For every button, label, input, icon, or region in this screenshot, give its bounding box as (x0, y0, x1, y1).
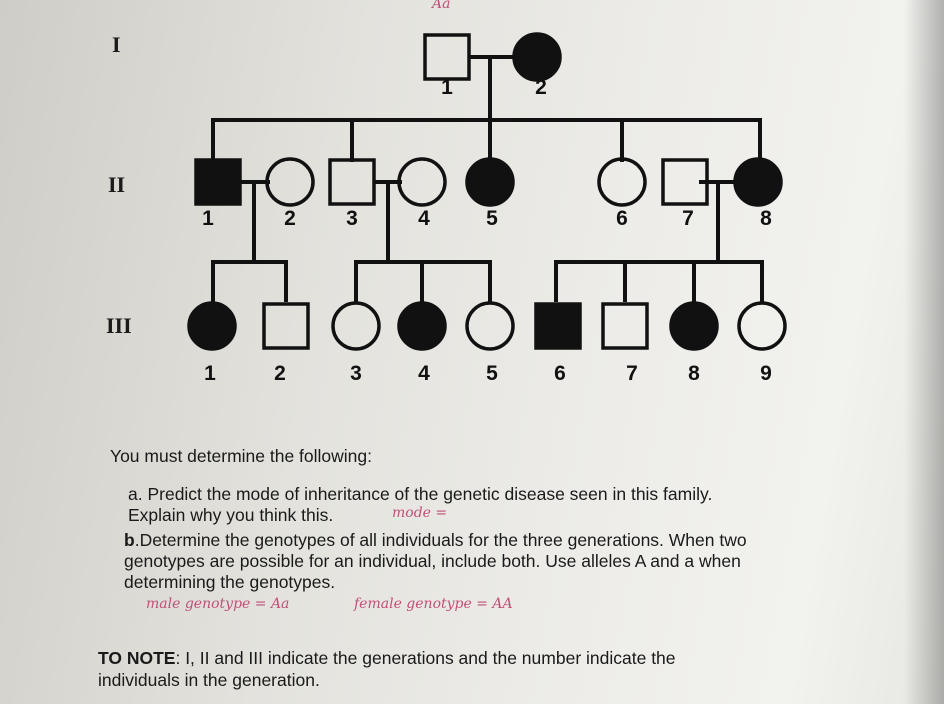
individual-number-ii-6: 6 (616, 207, 628, 230)
individual-number-iii-3: 3 (350, 362, 362, 385)
individual-ii-3-square (328, 158, 376, 206)
individual-ii-8-circle (733, 157, 783, 207)
individual-i-2-circle (512, 32, 562, 82)
generation-label-ii: II (108, 172, 126, 197)
individual-number-iii-5: 5 (486, 362, 498, 385)
female-genotype-annotation: female genotype = AA (354, 596, 513, 612)
question-b-line2: genotypes are possible for an individual… (124, 551, 741, 571)
individual-number-ii-4: 4 (418, 207, 430, 230)
individual-number-ii-2: 2 (284, 207, 296, 230)
individual-ii-4-circle (397, 157, 447, 207)
individual-number-ii-7: 7 (682, 207, 694, 230)
question-b-line1: b.Determine the genotypes of all individ… (124, 530, 747, 550)
generation-label-iii: III (106, 313, 132, 338)
note-line1: TO NOTE: I, II and III indicate the gene… (98, 648, 676, 669)
individual-iii-9-circle (737, 301, 787, 351)
individual-number-ii-1: 1 (202, 207, 214, 230)
individual-iii-5-circle (465, 301, 515, 351)
individual-iii-7-square (601, 302, 649, 350)
individual-number-ii-3: 3 (346, 207, 358, 230)
pedigree-chart: 1 2 1 2 3 4 5 6 7 8 1 2 3 4 5 6 7 8 9 (187, 32, 787, 385)
question-b-line1-text: .Determine the genotypes of all individu… (134, 530, 747, 550)
note-label: TO NOTE (98, 648, 176, 668)
individual-number-ii-5: 5 (486, 207, 498, 230)
generation-label-i: I (112, 32, 121, 57)
mode-annotation: mode = (392, 505, 448, 521)
individual-number-iii-6: 6 (554, 362, 566, 385)
individual-ii-2-circle (265, 157, 315, 207)
individual-ii-7-square (661, 158, 709, 206)
individual-iii-6-square (534, 302, 582, 350)
individual-iii-1-circle (187, 301, 237, 351)
individual-iii-3-circle (331, 301, 381, 351)
genotype-annotation-top: Aa (432, 0, 451, 12)
individual-number-ii-8: 8 (760, 207, 772, 230)
individual-number-iii-7: 7 (626, 362, 638, 385)
individual-number-iii-8: 8 (688, 362, 700, 385)
note-line1-text: : I, II and III indicate the generations… (175, 648, 676, 668)
individual-number-iii-9: 9 (760, 362, 772, 385)
intro-text: You must determine the following: (110, 446, 373, 466)
individual-number-i-2: 2 (535, 76, 547, 99)
note-line2: individuals in the generation. (98, 670, 320, 690)
individual-iii-2-square (262, 302, 310, 350)
question-a-line2: Explain why you think this. (128, 505, 334, 525)
individual-number-iii-2: 2 (274, 362, 286, 385)
individual-number-iii-4: 4 (418, 362, 430, 385)
individual-i-1-square (423, 33, 471, 81)
individual-number-i-1: 1 (441, 76, 453, 99)
individual-ii-1-square (194, 158, 242, 206)
question-b-line3: determining the genotypes. (124, 572, 336, 592)
individual-number-iii-1: 1 (204, 362, 216, 385)
individual-ii-6-circle (597, 157, 647, 207)
question-a-line1: a. Predict the mode of inheritance of th… (128, 484, 713, 504)
individual-iii-4-circle (397, 301, 447, 351)
individual-iii-8-circle (669, 301, 719, 351)
individual-ii-5-circle (465, 157, 515, 207)
male-genotype-annotation: male genotype = Aa (146, 596, 290, 612)
